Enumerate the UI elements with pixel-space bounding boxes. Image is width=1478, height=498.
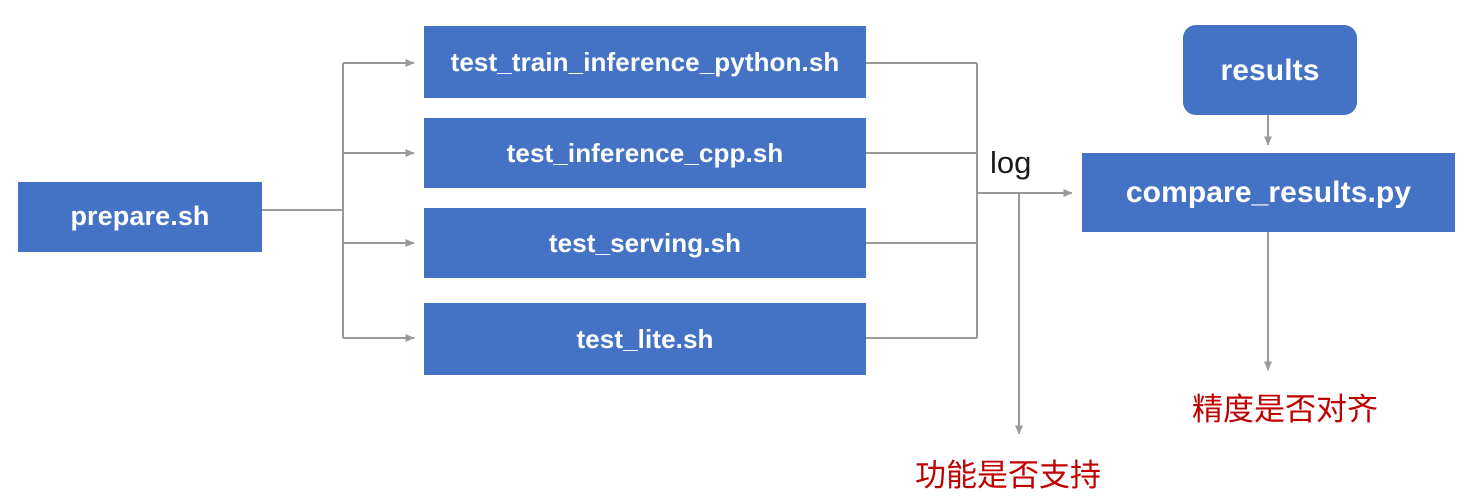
node-results-label: results [1220,53,1320,87]
edge-label-log: log [990,145,1032,180]
note-function-supported: 功能是否支持 [915,458,1101,494]
node-test-train-inference-python-sh-label: test_train_inference_python.sh [450,46,840,77]
node-compare-results-py[interactable]: compare_results.py [1082,153,1455,232]
node-compare-results-py-label: compare_results.py [1125,176,1412,209]
node-results[interactable]: results [1183,25,1357,115]
note-accuracy-aligned: 精度是否对齐 [1192,392,1378,428]
node-test-lite-sh-label: test_lite.sh [576,323,714,354]
node-test-inference-cpp-sh-label: test_inference_cpp.sh [506,137,784,168]
node-test-serving-sh-label: test_serving.sh [548,227,742,258]
node-test-serving-sh[interactable]: test_serving.sh [424,208,866,278]
node-test-inference-cpp-sh[interactable]: test_inference_cpp.sh [424,118,866,188]
node-test-lite-sh[interactable]: test_lite.sh [424,303,866,375]
node-prepare-sh-label: prepare.sh [70,201,210,232]
node-prepare-sh[interactable]: prepare.sh [18,182,262,252]
node-test-train-inference-python-sh[interactable]: test_train_inference_python.sh [424,26,866,98]
